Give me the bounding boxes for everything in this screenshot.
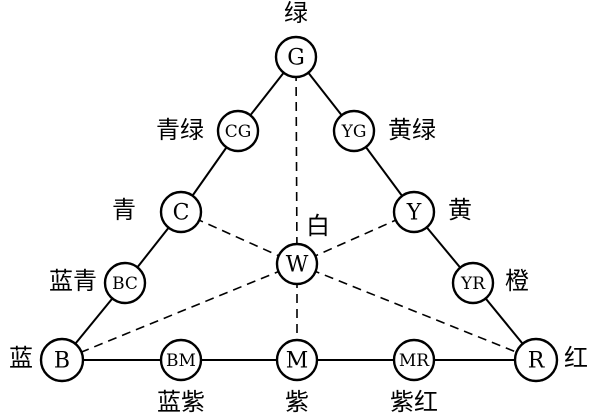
node-yr: YR (451, 261, 495, 305)
node-c-code: C (173, 201, 190, 226)
label-y: 黄 (448, 196, 472, 224)
dashed-edge-w-r (296, 263, 537, 361)
node-bc: BC (103, 261, 147, 305)
node-c-circle (159, 190, 203, 234)
node-y-code: Y (406, 201, 422, 226)
node-c: C (159, 190, 203, 234)
node-b-circle (39, 337, 85, 383)
node-cg: CG (216, 109, 260, 153)
node-mr-circle (392, 338, 436, 382)
label-r: 红 (564, 344, 588, 372)
label-m: 紫 (285, 388, 309, 416)
node-b-code: B (54, 349, 70, 374)
node-yr-code: YR (460, 274, 486, 294)
node-yg: YG (332, 109, 376, 153)
node-cg-circle (216, 109, 260, 153)
node-y-circle (392, 190, 436, 234)
node-r-circle (513, 337, 559, 383)
node-w: W (275, 242, 319, 286)
node-w-code: W (286, 253, 309, 278)
node-g-code: G (287, 46, 305, 71)
node-m-code: M (286, 349, 309, 374)
label-w: 白 (306, 212, 330, 240)
node-w-circle (275, 242, 319, 286)
node-r: R (513, 337, 559, 383)
dashed-edge-g-w (295, 56, 298, 265)
node-b: B (39, 337, 85, 383)
node-bc-code: BC (112, 274, 138, 294)
label-yg: 黄绿 (388, 116, 436, 144)
node-yg-circle (332, 109, 376, 153)
node-bc-circle (103, 261, 147, 305)
node-bm-circle (159, 338, 203, 382)
node-r-code: R (528, 349, 546, 374)
node-yr-circle (451, 261, 495, 305)
node-m-circle (275, 338, 319, 382)
node-m: M (275, 338, 319, 382)
dashed-edge-w-b (61, 263, 298, 361)
node-y: Y (392, 190, 436, 234)
node-bm: BM (159, 338, 203, 382)
node-cg-code: CG (225, 122, 252, 142)
label-g: 绿 (284, 0, 308, 27)
label-mr: 紫红 (390, 388, 438, 416)
node-mr: MR (392, 338, 436, 382)
node-mr-code: MR (399, 351, 430, 371)
node-bm-code: BM (166, 351, 196, 371)
node-g: G (274, 35, 318, 79)
label-bc: 蓝青 (49, 267, 97, 295)
label-yr: 橙 (505, 267, 529, 295)
dashed-edge-y-w (296, 211, 415, 265)
node-g-circle (274, 35, 318, 79)
label-cg: 青绿 (156, 116, 204, 144)
label-b: 蓝 (9, 344, 33, 372)
node-yg-code: YG (341, 122, 367, 142)
label-c: 青 (112, 196, 136, 224)
label-bm: 蓝紫 (157, 388, 205, 416)
